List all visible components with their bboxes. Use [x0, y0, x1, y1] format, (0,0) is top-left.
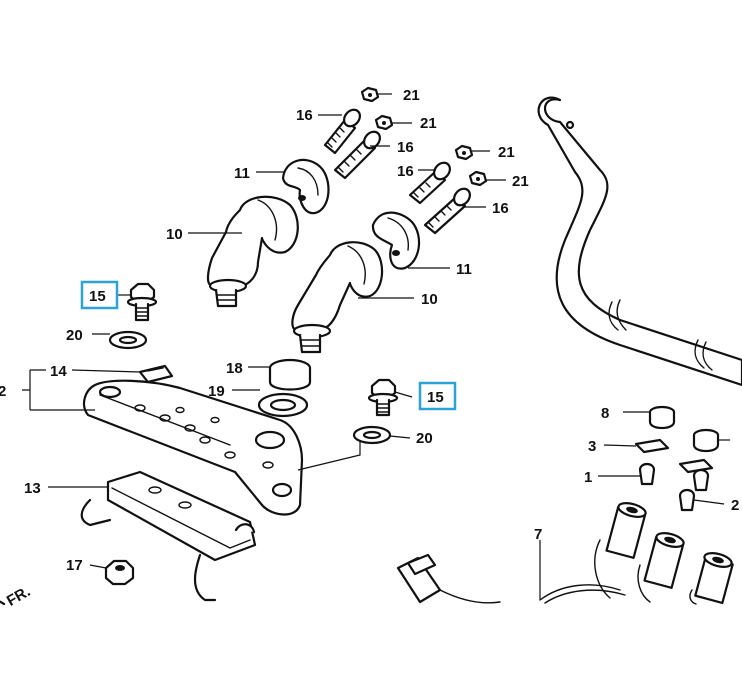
bulb-socket-c — [694, 552, 734, 605]
highlight-box-15-a — [80, 280, 119, 310]
bracket-13 — [80, 470, 257, 602]
front-marker: FR. — [4, 583, 33, 610]
callout-20-b: 20 — [416, 430, 433, 447]
bolt-15-b — [367, 378, 399, 417]
callout-18: 18 — [226, 360, 243, 377]
callout-21-c: 21 — [498, 144, 515, 161]
bolt-15-a — [126, 282, 158, 322]
nut-17 — [104, 559, 135, 586]
bolt-16-b — [333, 130, 381, 180]
bulb-socket-b — [643, 532, 685, 589]
front-arrow-icon — [0, 600, 6, 606]
lens-holder-3-b — [678, 458, 714, 474]
callout-2: 2 — [0, 383, 6, 400]
nut-21-a — [360, 86, 380, 103]
callout-13: 13 — [24, 480, 41, 497]
leader-lines — [22, 93, 730, 600]
callout-10-b: 10 — [421, 291, 438, 308]
callout-20-a: 20 — [66, 327, 83, 344]
callout-10-a: 10 — [166, 226, 183, 243]
wire-harness-7 — [539, 502, 734, 605]
callout-16-b: 16 — [397, 139, 414, 156]
handlebar-holder-10-a — [206, 195, 299, 308]
wire-connector — [396, 553, 501, 604]
nut-21-d — [468, 170, 488, 187]
washer-19 — [257, 392, 309, 418]
callout-16-a: 16 — [296, 107, 313, 124]
callout-11-b: 11 — [456, 261, 472, 278]
callout-3: 3 — [588, 438, 596, 455]
callout-11-a: 11 — [234, 165, 250, 182]
bolt-16-d — [423, 187, 471, 235]
holder-cap-11-b — [371, 211, 421, 270]
callout-14: 14 — [50, 363, 67, 380]
handlebar-holder-10-b — [291, 241, 384, 354]
callout-15-b: 15 — [427, 389, 444, 406]
callout-2-b: 2 — [731, 497, 739, 514]
bolt-16-c — [408, 161, 451, 205]
callout-1: 1 — [584, 469, 592, 486]
callout-21-b: 21 — [420, 115, 437, 132]
plate-14 — [138, 364, 174, 384]
callout-21-a: 21 — [403, 87, 420, 104]
lens-holder-3-a — [634, 438, 670, 454]
grommet-8-b — [692, 428, 720, 453]
callout-labels: 21 21 21 21 16 16 16 16 11 11 10 10 15 1… — [0, 87, 739, 610]
cap-18 — [268, 358, 312, 391]
callout-7: 7 — [534, 526, 542, 543]
bulb-1-a — [638, 462, 656, 486]
callout-15-a: 15 — [89, 288, 106, 305]
callout-19: 19 — [208, 383, 225, 400]
callout-16-c: 16 — [397, 163, 414, 180]
nut-21-c — [454, 144, 474, 161]
nut-21-b — [374, 114, 394, 131]
bolt-16-a — [323, 108, 361, 155]
handlebar — [537, 96, 742, 387]
callout-21-d: 21 — [512, 173, 529, 190]
bulb-1-b — [692, 468, 710, 492]
callout-16-d: 16 — [492, 200, 509, 217]
bulb-socket-a — [605, 502, 647, 559]
bolts-and-nuts-top — [323, 86, 488, 235]
callout-17: 17 — [66, 557, 83, 574]
bulb-2-c — [678, 488, 696, 512]
highlight-box-15-b — [418, 381, 457, 411]
holder-cap-11-a — [281, 158, 330, 215]
callout-8: 8 — [601, 405, 609, 422]
washer-20-a — [108, 330, 148, 350]
washer-20-b — [352, 425, 392, 445]
grommet-8-a — [648, 405, 676, 430]
